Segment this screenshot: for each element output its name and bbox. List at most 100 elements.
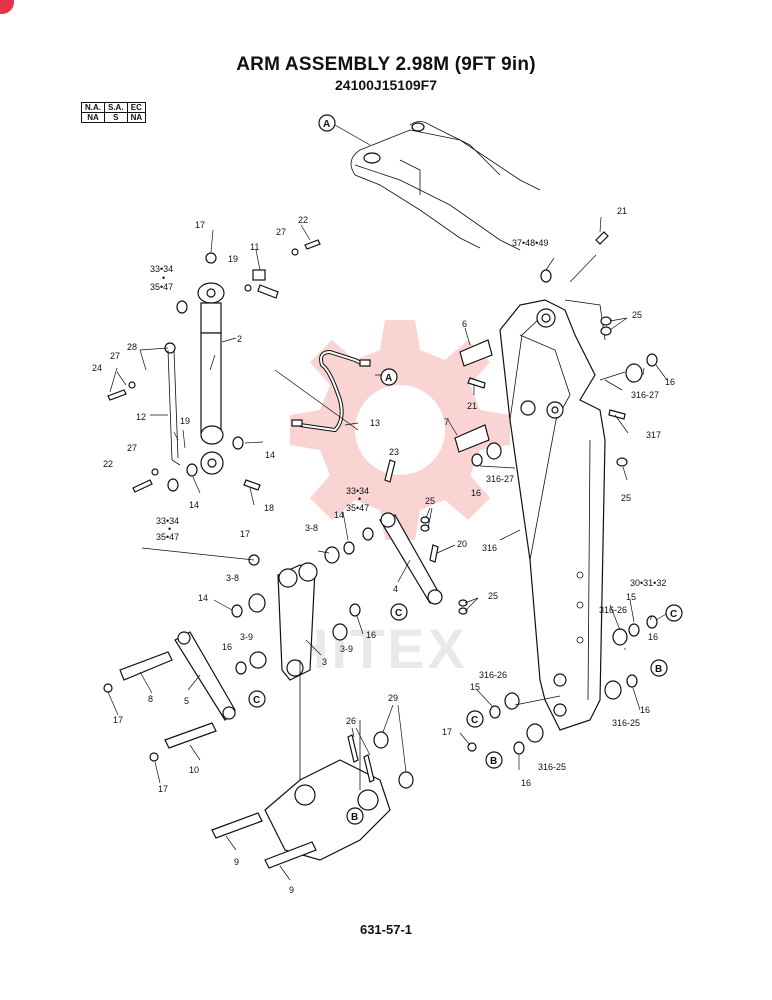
ref-callout-b-right: B xyxy=(650,659,668,677)
link-5 xyxy=(174,631,236,721)
washers xyxy=(167,269,658,789)
page-number: 631-57-1 xyxy=(359,922,413,937)
region-table: N.A. S.A. EC NA S NA xyxy=(81,102,147,123)
label-17-c: 17 xyxy=(113,715,123,725)
part-labels: 2 3 3-8 3-8 3-9 3-9 4 5 6 7 8 9 9 10 11 … xyxy=(92,206,675,895)
label-10: 10 xyxy=(189,765,199,775)
label-16-f: 16 xyxy=(521,778,531,788)
label-14-d: 14 xyxy=(189,500,199,510)
ref-c-label-bottom: C xyxy=(471,715,478,726)
arm-body xyxy=(499,299,623,731)
label-3: 3 xyxy=(322,657,327,667)
label-9-b: 9 xyxy=(289,885,294,895)
label-16-d: 16 xyxy=(665,377,675,387)
bolts xyxy=(103,231,626,762)
label-24: 24 xyxy=(92,363,102,373)
label-29: 29 xyxy=(388,693,398,703)
label-22-a: 22 xyxy=(298,215,308,225)
label-18: 18 xyxy=(264,503,274,513)
label-9-a: 9 xyxy=(234,857,239,867)
label-bullet-a: • xyxy=(162,273,165,283)
page-title: ARM ASSEMBLY 2.98M (9FT 9in) xyxy=(236,54,536,75)
label-316-27-a: 316-27 xyxy=(631,390,659,400)
label-21-b: 21 xyxy=(467,401,477,411)
label-316: 316 xyxy=(482,543,497,553)
label-17-b: 17 xyxy=(240,529,250,539)
boom-outline xyxy=(350,121,541,251)
pins xyxy=(119,339,643,869)
ref-callout-c-arm: C xyxy=(665,604,683,622)
label-16-a: 16 xyxy=(471,488,481,498)
label-bullet-c: • xyxy=(168,524,171,534)
region-value-sa: S xyxy=(104,112,128,123)
label-16-c: 16 xyxy=(366,630,376,640)
watermark: HITEX xyxy=(288,320,510,680)
region-table-value-row: NA S NA xyxy=(81,112,147,123)
label-14-c: 14 xyxy=(198,593,208,603)
label-11: 11 xyxy=(250,242,259,252)
label-3-9-a: 3-9 xyxy=(240,632,253,642)
label-35-47-c: 35•47 xyxy=(156,532,179,542)
label-28: 28 xyxy=(127,342,137,352)
label-27-c: 27 xyxy=(127,443,137,453)
ref-c-label-link4: C xyxy=(395,608,402,619)
label-16-b: 16 xyxy=(222,642,232,652)
label-14-a: 14 xyxy=(265,450,275,460)
rod-12 xyxy=(167,349,181,466)
ref-callout-b-bottom: B xyxy=(485,751,503,769)
label-26: 26 xyxy=(346,716,356,726)
ref-callout-a-hose: A xyxy=(380,368,398,386)
label-22-b: 22 xyxy=(103,459,113,469)
label-21-a: 21 xyxy=(617,206,627,216)
label-4: 4 xyxy=(393,584,398,594)
arm-cylinder xyxy=(197,282,225,475)
label-3-8-b: 3-8 xyxy=(226,573,239,583)
ref-callout-c-link4: C xyxy=(390,603,408,621)
ref-c-label-arm: C xyxy=(670,609,677,620)
label-15-b: 15 xyxy=(626,592,636,602)
label-17-a: 17 xyxy=(195,220,205,230)
ref-a-label-hose: A xyxy=(385,373,392,384)
label-16-e: 16 xyxy=(648,632,658,642)
ref-callout-b-bracket: B xyxy=(346,807,364,825)
label-35-47-b: 35•47 xyxy=(346,503,369,513)
label-25-a: 25 xyxy=(632,310,642,320)
label-17-d: 17 xyxy=(158,784,168,794)
watermark-gear-icon xyxy=(290,320,510,540)
label-19-a: 19 xyxy=(228,254,238,264)
region-value-ec: NA xyxy=(126,112,147,123)
label-33-34-c: 33•34 xyxy=(156,516,179,526)
part-number: 24100J15109F7 xyxy=(335,77,437,93)
label-23: 23 xyxy=(389,447,399,457)
label-13: 13 xyxy=(370,418,380,428)
ref-b-label-bracket: B xyxy=(351,812,358,823)
label-7: 7 xyxy=(444,417,449,427)
label-30-31-32: 30•31•32 xyxy=(630,578,666,588)
label-12: 12 xyxy=(136,412,146,422)
label-317: 317 xyxy=(646,430,661,440)
label-8: 8 xyxy=(148,694,153,704)
label-316-25-b: 316-25 xyxy=(538,762,566,772)
label-35-47-a: 35•47 xyxy=(150,282,173,292)
label-14-b: 14 xyxy=(334,510,344,520)
label-316-25-a: 316-25 xyxy=(612,718,640,728)
label-27-a: 27 xyxy=(276,227,286,237)
ref-b-label-right: B xyxy=(655,664,662,675)
label-25-c: 25 xyxy=(425,496,435,506)
label-15-a: 15 xyxy=(470,682,480,692)
label-bullet-b: • xyxy=(358,494,361,504)
label-316-26-b: 316-26 xyxy=(479,670,507,680)
bucket-bracket xyxy=(264,660,391,861)
leader-lines xyxy=(107,216,669,881)
label-316-27-b: 316-27 xyxy=(486,474,514,484)
label-3-8-a: 3-8 xyxy=(305,523,318,533)
ref-b-label-bottom: B xyxy=(490,756,497,767)
label-6: 6 xyxy=(462,319,467,329)
label-316-26-a: 316-26 xyxy=(599,605,627,615)
ref-callout-c-bottom: C xyxy=(466,710,484,728)
link-3 xyxy=(277,562,318,681)
label-27-b: 27 xyxy=(110,351,120,361)
label-37-48-49: 37•48•49 xyxy=(512,238,548,248)
label-19-b: 19 xyxy=(180,416,190,426)
